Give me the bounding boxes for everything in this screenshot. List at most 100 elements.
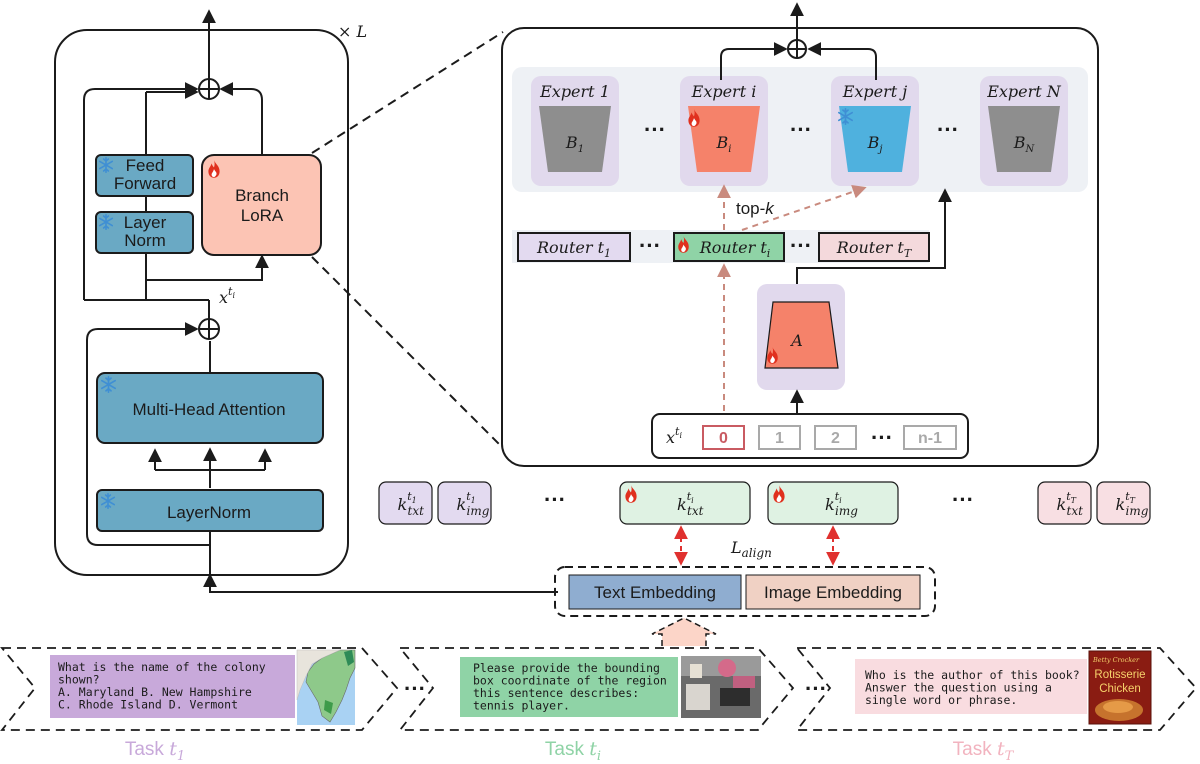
tasks-ellipsis-1: ··· — [404, 676, 426, 701]
x-ti-label: xti — [219, 285, 235, 307]
x-ti-token-label: xti — [666, 425, 682, 447]
task-T-question-box — [855, 659, 1087, 714]
layer-norm-label-1: Layer — [124, 213, 167, 232]
expert-b-matrix — [988, 106, 1060, 172]
expert-b-label: Bj — [867, 133, 883, 155]
question-line: Please provide the bounding — [473, 661, 660, 675]
layer-norm-label-2: Norm — [124, 231, 166, 250]
zoom-line-top — [311, 31, 504, 154]
router-2: Router ti — [673, 232, 785, 262]
question-line: Answer the question using a — [865, 681, 1052, 695]
task-label-1: Task t1 — [125, 738, 185, 764]
svg-text:2: 2 — [831, 430, 840, 447]
token-1: 1 — [758, 425, 801, 450]
feed-forward-block: Feed Forward — [95, 154, 194, 197]
expert-4: Expert NBN — [980, 76, 1068, 186]
top-k-label: top-k — [736, 199, 775, 218]
token-ellipsis: ··· — [871, 425, 893, 450]
router-1: Router t1 — [517, 232, 631, 262]
expert-title: Expert j — [842, 82, 908, 101]
layer-repeat-label: × L — [338, 22, 367, 41]
tasks-ellipsis-2: ··· — [805, 676, 827, 701]
question-line: this sentence describes: — [473, 686, 639, 700]
expert-3: Expert j Bj — [831, 76, 919, 186]
router-label: Router ti — [699, 238, 771, 260]
image-embedding-block — [745, 574, 921, 610]
branch-lora-label-2: LoRA — [241, 206, 284, 225]
expert-ellipsis-1: ··· — [644, 117, 666, 142]
text-embedding-label: Text Embedding — [594, 583, 716, 602]
transformer-layer: × L Feed Forward — [54, 9, 558, 593]
router-ellipsis-1: ··· — [639, 233, 661, 258]
expert-b-label: Bi — [716, 133, 732, 155]
tennis-photo-image — [681, 656, 761, 718]
expert-pool — [512, 67, 1088, 192]
token-sequence: xti 0 1 2 n-1 ··· — [651, 413, 969, 459]
layernorm-block: LayerNorm — [96, 489, 324, 532]
router-label: Router t1 — [536, 238, 611, 260]
question-line: What is the name of the colony — [58, 660, 266, 674]
expert-1: Expert 1 B1 — [531, 76, 619, 186]
question-line: shown? — [58, 673, 100, 687]
router-label: Router tT — [836, 238, 913, 260]
feed-forward-label-2: Forward — [114, 174, 176, 193]
moe-lora-panel: Expert 1 B1 Expert i Bi Expert j Bj Expert NBN… — [501, 2, 1099, 467]
token-2: 2 — [814, 425, 857, 450]
feed-forward-label-1: Feed — [126, 156, 165, 175]
keys-ellipsis-1: ··· — [544, 487, 566, 512]
task-i-question-box — [460, 657, 678, 717]
task-T-chevron — [795, 647, 1198, 731]
token-0: 0 — [702, 425, 745, 450]
expert-b-matrix — [688, 106, 760, 172]
expert-title: Expert 1 — [539, 82, 610, 101]
multi-head-attention-block: Multi-Head Attention — [96, 372, 324, 444]
task-1-question-box — [50, 655, 295, 718]
zoom-line-bottom — [311, 256, 504, 449]
lora-a-block: A — [757, 284, 845, 390]
expert-2: Expert i Bi — [680, 76, 768, 186]
book-title-2: Chicken — [1099, 683, 1141, 695]
question-line: single word or phrase. — [865, 693, 1017, 707]
expert-b-label: B1 — [565, 133, 584, 155]
expert-title: Expert N — [986, 82, 1062, 101]
question-line: tennis player. — [473, 699, 570, 713]
mha-label: Multi-Head Attention — [132, 400, 285, 419]
align-loss-label: Lalign — [730, 538, 772, 560]
svg-text:0: 0 — [719, 430, 728, 447]
expert-ellipsis-2: ··· — [790, 117, 812, 142]
task-input-arrow — [651, 617, 717, 646]
question-line: Who is the author of this book? — [865, 668, 1080, 682]
branch-lora-block: Branch LoRA — [201, 154, 322, 256]
text-embedding-block — [568, 574, 742, 610]
svg-text:n-1: n-1 — [918, 430, 942, 447]
question-line: box coordinate of the region — [473, 674, 667, 688]
branch-lora-label-1: Branch — [235, 186, 289, 205]
expert-b-matrix — [839, 106, 911, 172]
layer-norm-small-block: Layer Norm — [95, 211, 194, 254]
expert-title: Expert i — [691, 82, 757, 101]
task-1-chevron — [0, 647, 399, 731]
book-cover-image: Betty Crocker Rotisserie Chicken — [1088, 650, 1152, 725]
question-line: A. Maryland B. New Hampshire — [58, 685, 252, 699]
layernorm-label: LayerNorm — [167, 503, 251, 522]
router-ellipsis-2: ··· — [790, 233, 812, 258]
book-brand: Betty Crocker — [1092, 656, 1140, 664]
lora-a-label: A — [789, 331, 803, 350]
image-embedding-label: Image Embedding — [764, 583, 902, 602]
